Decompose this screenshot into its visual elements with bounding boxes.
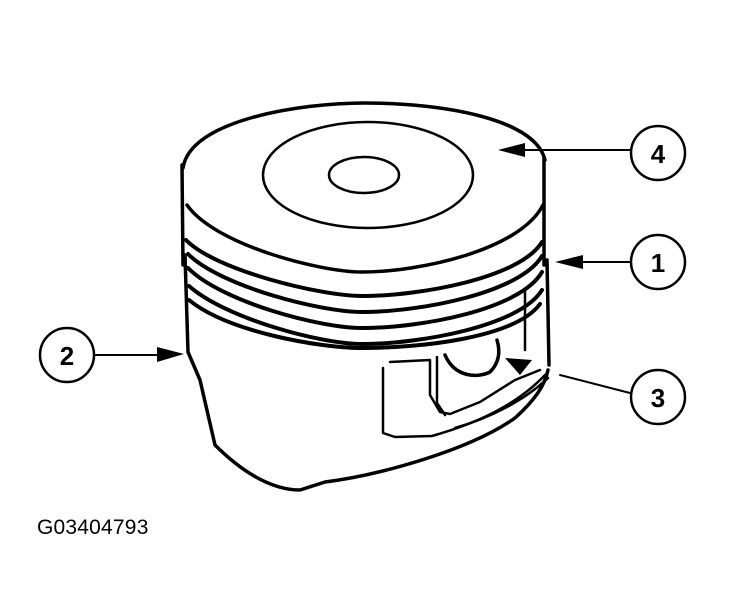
piston-body: [180, 101, 551, 492]
callout-3: 3: [629, 368, 687, 426]
crown-bowl-inner: [327, 155, 401, 195]
callout-2-label: 2: [60, 341, 74, 371]
crown-bowl-outer: [261, 120, 475, 230]
callout-2: 2: [38, 326, 96, 384]
callout-4-label: 4: [651, 139, 666, 169]
callout-1-label: 1: [651, 248, 665, 278]
figure-id-label: G03404793: [37, 516, 149, 539]
callout-3-label: 3: [651, 383, 665, 413]
callout-4: 4: [629, 124, 687, 182]
callout-1: 1: [629, 233, 687, 291]
leader-lines: [94, 143, 631, 394]
